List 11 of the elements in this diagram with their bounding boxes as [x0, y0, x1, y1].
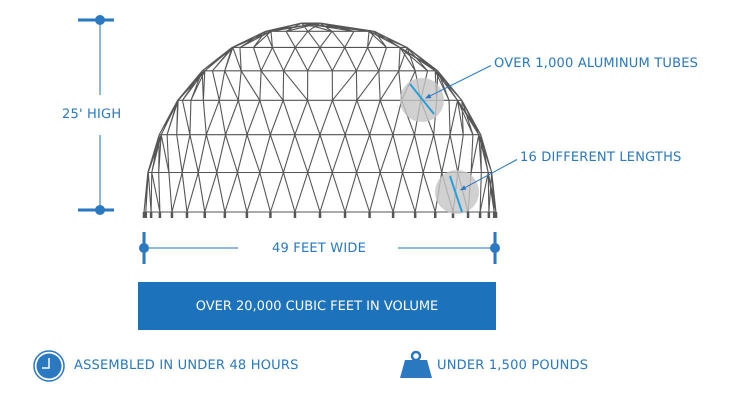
feature-text: UNDER 1,500 POUNDS: [437, 358, 588, 373]
leader-line: [425, 65, 492, 99]
highlighted-tube: [400, 78, 444, 122]
feature-text: ASSEMBLED IN UNDER 48 HOURS: [74, 358, 299, 373]
dimension-label: 25' HIGH: [62, 107, 122, 122]
callout-text: OVER 1,000 ALUMINUM TUBES: [494, 56, 698, 71]
leader-line: [460, 159, 518, 191]
highlighted-tube: [435, 170, 479, 214]
callout-text: 16 DIFFERENT LENGTHS: [520, 150, 682, 165]
volume-banner: OVER 20,000 CUBIC FEET IN VOLUME: [138, 282, 496, 330]
dimension-label: 49 FEET WIDE: [271, 241, 367, 256]
